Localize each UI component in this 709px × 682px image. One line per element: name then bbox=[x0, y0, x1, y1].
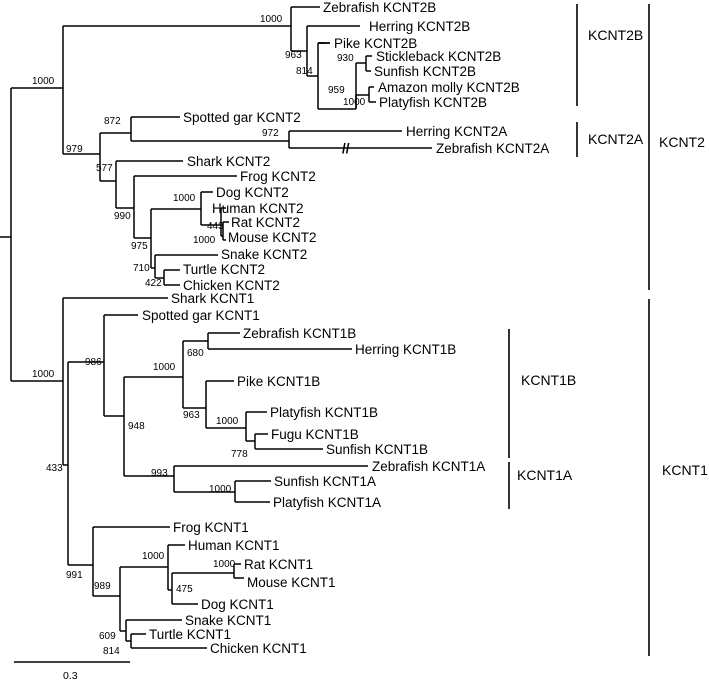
bootstrap-value: 959 bbox=[328, 85, 345, 96]
leaf-label: Platyfish KCNT2B bbox=[379, 95, 487, 110]
leaf-label: Herring KCNT2B bbox=[369, 19, 470, 34]
leaf-label: Amazon molly KCNT2B bbox=[378, 80, 520, 95]
leaf-label: Dog KCNT2 bbox=[216, 185, 289, 200]
leaf-label: Zebrafish KCNT1B bbox=[243, 326, 356, 341]
bootstrap-value: 422 bbox=[145, 278, 162, 289]
leaf-labels: Zebrafish KCNT2B Herring KCNT2B Pike KCN… bbox=[142, 0, 549, 656]
bootstrap-value: 1000 bbox=[213, 559, 236, 570]
leaf-label: Human KCNT1 bbox=[188, 538, 280, 553]
leaf-label: Sunfish KCNT2B bbox=[374, 64, 476, 79]
bootstrap-value: 930 bbox=[337, 53, 354, 64]
clade-label-kcnt2b: KCNT2B bbox=[588, 27, 643, 43]
leaf-label: Sunfish KCNT1A bbox=[274, 474, 376, 489]
tree-branches bbox=[0, 6, 432, 649]
leaf-label: Frog KCNT2 bbox=[240, 169, 316, 184]
bootstrap-value: 993 bbox=[151, 468, 168, 479]
bootstrap-value: 1000 bbox=[173, 193, 196, 204]
bootstrap-value: 963 bbox=[285, 50, 302, 61]
bootstrap-value: 989 bbox=[94, 581, 111, 592]
bootstrap-value: 433 bbox=[46, 463, 63, 474]
clade-label-kcnt2a: KCNT2A bbox=[588, 131, 644, 147]
leaf-label: Shark KCNT2 bbox=[187, 154, 270, 169]
leaf-label: Rat KCNT2 bbox=[231, 215, 300, 230]
leaf-label: Spotted gar KCNT1 bbox=[142, 308, 260, 323]
clade-annotations: KCNT2B KCNT2A KCNT2 KCNT1B KCNT1A KCNT1 bbox=[508, 4, 708, 656]
leaf-label: Zebrafish KCNT2A bbox=[436, 141, 549, 156]
bootstrap-value: 1000 bbox=[32, 369, 55, 380]
bootstrap-value: 975 bbox=[131, 241, 148, 252]
leaf-label: Chicken KCNT2 bbox=[183, 278, 280, 293]
bootstrap-value: 872 bbox=[104, 116, 121, 127]
bootstrap-value: 814 bbox=[103, 646, 120, 657]
bootstrap-values: 1000 1000 963 814 930 959 1000 872 972 9… bbox=[32, 14, 366, 657]
bootstrap-value: 443 bbox=[207, 221, 224, 232]
leaf-label: Zebrafish KCNT2B bbox=[323, 0, 436, 15]
bootstrap-value: 986 bbox=[85, 357, 102, 368]
bootstrap-value: 710 bbox=[133, 263, 150, 274]
leaf-label: Dog KCNT1 bbox=[201, 597, 274, 612]
bootstrap-value: 1000 bbox=[260, 14, 283, 25]
bootstrap-value: 991 bbox=[66, 570, 83, 581]
leaf-label: Human KCNT2 bbox=[212, 201, 304, 216]
bootstrap-value: 948 bbox=[128, 421, 145, 432]
bootstrap-value: 1000 bbox=[32, 76, 55, 87]
bootstrap-value: 1000 bbox=[216, 416, 239, 427]
leaf-label: Rat KCNT1 bbox=[244, 557, 313, 572]
clade-label-kcnt1a: KCNT1A bbox=[517, 467, 573, 483]
clade-label-kcnt2: KCNT2 bbox=[659, 134, 705, 150]
bootstrap-value: 778 bbox=[231, 449, 248, 460]
bootstrap-value: 1000 bbox=[343, 97, 366, 108]
bootstrap-value: 972 bbox=[262, 128, 279, 139]
bootstrap-value: 963 bbox=[183, 410, 200, 421]
branch-break-mark: // bbox=[342, 141, 350, 156]
bootstrap-value: 680 bbox=[187, 348, 204, 359]
leaf-label: Pike KCNT2B bbox=[334, 36, 417, 51]
leaf-label: Spotted gar KCNT2 bbox=[183, 110, 301, 125]
leaf-label: Stickleback KCNT2B bbox=[376, 49, 501, 64]
clade-label-kcnt1b: KCNT1B bbox=[521, 372, 576, 388]
bootstrap-value: 1000 bbox=[209, 484, 232, 495]
bootstrap-value: 990 bbox=[114, 211, 131, 222]
leaf-label: Herring KCNT2A bbox=[406, 124, 507, 139]
bootstrap-value: 577 bbox=[96, 163, 113, 174]
clade-label-kcnt1: KCNT1 bbox=[662, 462, 708, 478]
bootstrap-value: 1000 bbox=[193, 235, 216, 246]
scale-bar-label: 0.3 bbox=[63, 670, 78, 682]
leaf-label: Platyfish KCNT1B bbox=[270, 405, 378, 420]
bootstrap-value: 475 bbox=[176, 584, 193, 595]
leaf-label: Snake KCNT2 bbox=[221, 247, 307, 262]
leaf-label: Frog KCNT1 bbox=[173, 520, 249, 535]
bootstrap-value: 609 bbox=[99, 631, 116, 642]
leaf-label: Shark KCNT1 bbox=[171, 291, 254, 306]
bootstrap-value: 1000 bbox=[142, 551, 165, 562]
leaf-label: Snake KCNT1 bbox=[185, 613, 271, 628]
leaf-label: Turtle KCNT2 bbox=[183, 262, 265, 277]
leaf-label: Fugu KCNT1B bbox=[271, 427, 359, 442]
leaf-label: Platyfish KCNT1A bbox=[273, 495, 381, 510]
leaf-label: Chicken KCNT1 bbox=[210, 641, 307, 656]
leaf-label: Sunfish KCNT1B bbox=[326, 442, 428, 457]
leaf-label: Herring KCNT1B bbox=[355, 342, 456, 357]
bootstrap-value: 814 bbox=[296, 66, 313, 77]
bootstrap-value: 1000 bbox=[153, 362, 176, 373]
leaf-label: Mouse KCNT2 bbox=[228, 230, 317, 245]
leaf-label: Mouse KCNT1 bbox=[247, 575, 336, 590]
leaf-label: Turtle KCNT1 bbox=[149, 627, 231, 642]
scale-bar: 0.3 bbox=[14, 661, 130, 682]
leaf-label: Zebrafish KCNT1A bbox=[372, 459, 485, 474]
bootstrap-value: 979 bbox=[66, 144, 83, 155]
leaf-label: Pike KCNT1B bbox=[237, 374, 320, 389]
